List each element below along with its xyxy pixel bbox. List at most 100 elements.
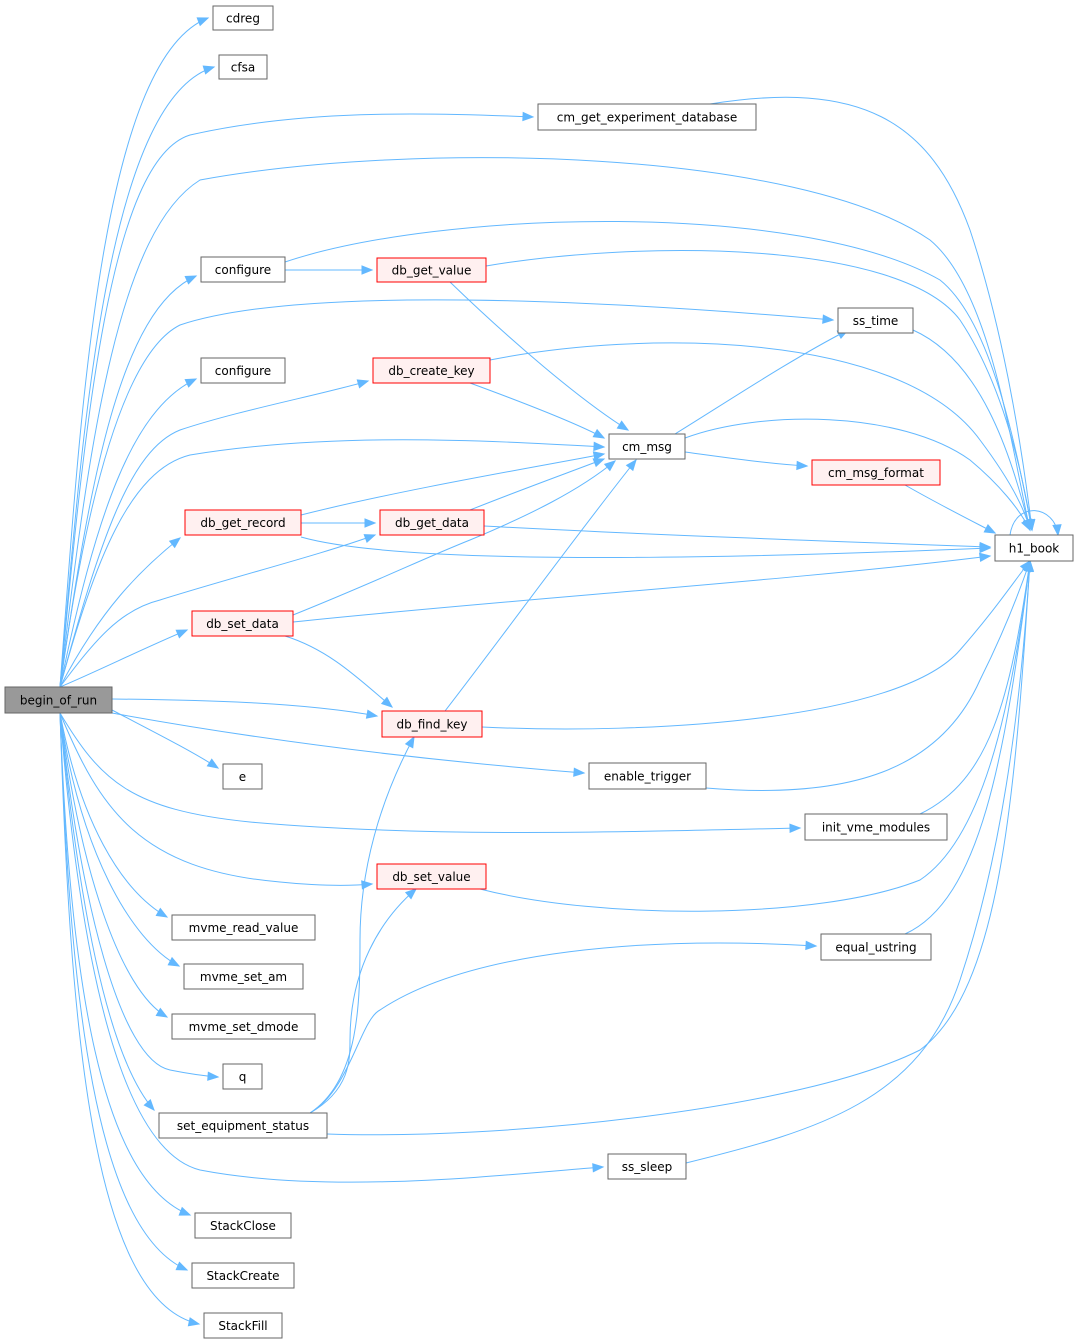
edge-set_equipment_status-to-h1_book xyxy=(326,559,1035,1136)
edge-line xyxy=(59,712,604,1183)
node-box xyxy=(184,509,302,536)
node-q[interactable]: q xyxy=(222,1063,263,1090)
node-label: equal_ustring xyxy=(835,941,916,955)
edge-begin_of_run-to-ss_sleep xyxy=(59,712,605,1183)
node-configure-1[interactable]: configure xyxy=(200,256,286,283)
edge-db_set_value-to-h1_book xyxy=(479,559,1034,912)
edge-line xyxy=(59,537,181,688)
node-init-vme-modules[interactable]: init_vme_modules xyxy=(804,813,948,841)
node-box xyxy=(607,1153,687,1180)
node-label: StackFill xyxy=(218,1319,267,1333)
edge-line xyxy=(684,418,1031,531)
node-db-get-data[interactable]: db_get_data xyxy=(379,509,485,536)
node-db-set-value[interactable]: db_set_value xyxy=(376,863,487,890)
edge-line xyxy=(919,560,1031,815)
edge-configure_1-to-db_get_value xyxy=(285,265,374,275)
node-db-create-key[interactable]: db_create_key xyxy=(372,357,491,384)
node-enable-trigger[interactable]: enable_trigger xyxy=(588,762,707,790)
node-label: mvme_read_value xyxy=(189,921,299,935)
node-StackClose[interactable]: StackClose xyxy=(194,1212,292,1239)
edge-arrowhead xyxy=(592,1163,605,1173)
node-set-equipment-status[interactable]: set_equipment_status xyxy=(158,1112,328,1139)
node-db-get-record[interactable]: db_get_record xyxy=(184,509,302,536)
node-box xyxy=(820,933,932,961)
node-cdreg[interactable]: cdreg xyxy=(212,5,274,31)
node-box xyxy=(376,257,487,283)
edge-db_get_value-to-cm_msg xyxy=(449,281,630,431)
node-configure-2[interactable]: configure xyxy=(200,357,286,384)
edge-line xyxy=(59,439,605,688)
node-StackCreate[interactable]: StackCreate xyxy=(191,1262,295,1289)
node-ss-time[interactable]: ss_time xyxy=(837,307,914,334)
node-label: db_get_record xyxy=(200,516,285,530)
edge-line xyxy=(111,709,219,769)
edge-arrowhead xyxy=(175,1261,189,1271)
node-e[interactable]: e xyxy=(222,763,263,790)
node-mvme-set-am[interactable]: mvme_set_am xyxy=(183,963,304,990)
edge-arrowhead xyxy=(1021,518,1031,532)
node-begin-of-run[interactable]: begin_of_run xyxy=(4,686,113,714)
node-mvme-set-dmode[interactable]: mvme_set_dmode xyxy=(171,1013,316,1040)
edge-begin_of_run-to-db_get_record xyxy=(59,537,182,688)
edge-arrowhead xyxy=(616,420,630,431)
edge-line xyxy=(111,698,378,717)
edge-line xyxy=(904,484,996,534)
node-ss-sleep[interactable]: ss_sleep xyxy=(607,1153,687,1180)
edge-line xyxy=(59,712,155,1111)
edge-begin_of_run-to-StackClose xyxy=(59,712,192,1216)
edge-line xyxy=(489,342,1031,531)
node-box xyxy=(158,1112,328,1139)
edge-begin_of_run-to-configure_2 xyxy=(59,378,198,688)
node-db-set-data[interactable]: db_set_data xyxy=(191,610,294,637)
edge-db_create_key-to-h1_book xyxy=(489,342,1033,532)
node-equal-ustring[interactable]: equal_ustring xyxy=(820,933,932,961)
node-label: configure xyxy=(215,364,271,378)
node-h1-book[interactable]: h1_book xyxy=(994,534,1074,562)
edge-line xyxy=(59,66,215,688)
node-cm-msg[interactable]: cm_msg xyxy=(608,433,686,460)
node-label: init_vme_modules xyxy=(822,821,930,835)
node-box xyxy=(200,357,286,384)
edge-line xyxy=(59,629,188,688)
node-db-find-key[interactable]: db_find_key xyxy=(381,710,483,738)
edge-begin_of_run-to-db_create_key xyxy=(59,379,370,688)
node-box xyxy=(203,1312,283,1339)
edge-line xyxy=(300,453,605,516)
node-box xyxy=(4,686,113,714)
node-box xyxy=(372,357,491,384)
node-cm-get-experiment-database[interactable]: cm_get_experiment_database xyxy=(537,103,757,131)
node-cm-msg-format[interactable]: cm_msg_format xyxy=(811,459,941,486)
node-label: set_equipment_status xyxy=(177,1119,309,1133)
node-box xyxy=(191,610,294,637)
node-StackFill[interactable]: StackFill xyxy=(203,1312,283,1339)
edge-line xyxy=(483,525,991,548)
edge-arrowhead xyxy=(363,534,377,544)
node-mvme-read-value[interactable]: mvme_read_value xyxy=(171,914,316,941)
edge-line xyxy=(59,712,200,1325)
edge-line xyxy=(705,560,1031,791)
edge-arrowhead xyxy=(365,709,379,719)
edge-line xyxy=(59,534,376,688)
edge-db_find_key-to-h1_book xyxy=(481,559,1031,730)
edge-db_get_record-to-db_get_data xyxy=(300,518,377,528)
edge-begin_of_run-to-db_find_key xyxy=(111,698,379,719)
edge-line xyxy=(284,220,1033,531)
edge-cm_msg-to-h1_book xyxy=(684,418,1031,532)
node-box xyxy=(218,54,268,80)
edge-set_equipment_status-to-equal_ustring xyxy=(309,940,818,1114)
node-db-get-value[interactable]: db_get_value xyxy=(376,257,487,283)
node-label: mvme_set_dmode xyxy=(189,1020,299,1034)
edge-line xyxy=(59,157,1031,688)
edge-line xyxy=(685,560,1031,1164)
edge-line xyxy=(59,380,369,688)
edge-line xyxy=(292,555,991,623)
edge-begin_of_run-to-set_equipment_status xyxy=(59,712,155,1112)
node-label: db_create_key xyxy=(388,364,474,378)
node-cfsa[interactable]: cfsa xyxy=(218,54,268,80)
edge-line xyxy=(59,712,191,1216)
edge-arrowhead xyxy=(178,1206,192,1216)
edge-begin_of_run-to-StackCreate xyxy=(59,712,189,1271)
edge-arrowhead xyxy=(603,460,617,472)
node-box xyxy=(588,762,707,790)
